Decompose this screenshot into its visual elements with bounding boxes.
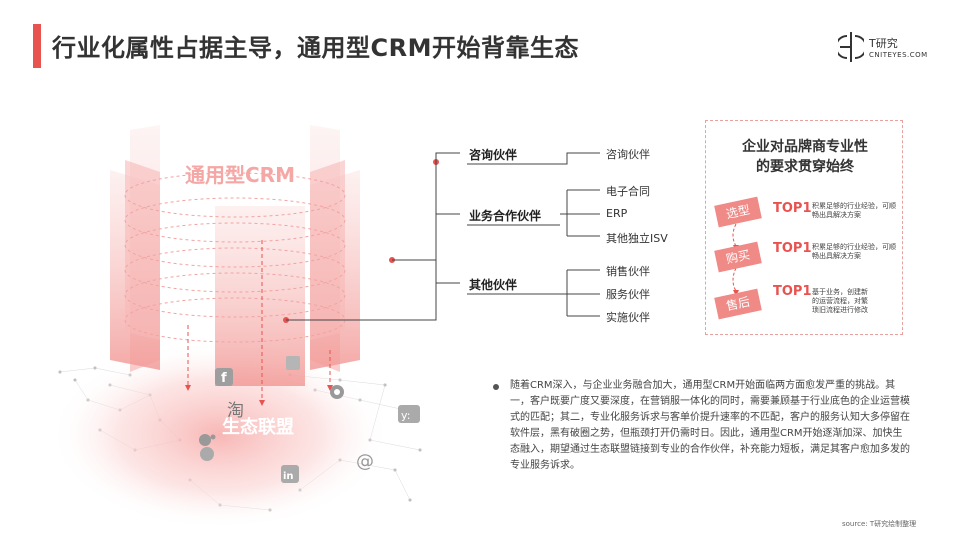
logo: T研究 CNITEYES.COM [838, 32, 938, 72]
logo-icon [838, 32, 864, 62]
svg-text:in: in [283, 471, 294, 482]
leaf-isv: 其他独立ISV [606, 232, 668, 245]
linkedin-icon [281, 465, 299, 483]
body-paragraph: 随着CRM深入，与企业业务融合加大，通用型CRM开始面临两方面愈发严重的挑战。其… [510, 380, 910, 471]
tao-char: 淘 [227, 401, 244, 421]
at-icon: @ [356, 451, 374, 472]
box-title-line1: 企业对品牌商专业性 [742, 139, 868, 155]
bird-icon [199, 434, 211, 446]
leaf-consulting: 咨询伙伴 [606, 148, 650, 161]
stage-purchase-rank: TOP1 [773, 241, 812, 256]
leaf-erp: ERP [606, 207, 628, 220]
stage-after-sales-rank: TOP1 [773, 284, 812, 299]
stage-selection-rank: TOP1 [773, 201, 812, 216]
bullet-dot [493, 384, 499, 390]
svg-text:y:: y: [401, 409, 410, 422]
logo-en-text: CNITEYES.COM [869, 51, 928, 59]
stage-purchase-desc: 积累足够的行业经验，可顺畅出具解决方案 [812, 243, 896, 260]
rss-icon [286, 356, 300, 370]
stage-selection-desc: 积累足够的行业经验，可顺畅出具解决方案 [812, 202, 896, 219]
leaf-sales: 销售伙伴 [606, 265, 650, 278]
title-accent-bar [33, 24, 41, 68]
social-icons: f y: @ in [199, 356, 420, 483]
source-note: source: T研究绘制整理 [842, 520, 917, 528]
node-consulting: 咨询伙伴 [469, 148, 518, 162]
glow [50, 340, 390, 530]
professionalism-box: 企业对品牌商专业性 的要求贯穿始终 选型 TOP1 积累足够的行业经验，可顺畅出… [705, 120, 903, 335]
yelp-icon [398, 405, 420, 423]
paw-icon [200, 447, 214, 461]
box-title-line2: 的要求贯穿始终 [756, 159, 854, 175]
leaf-implementation: 实施伙伴 [606, 311, 650, 324]
leaf-service: 服务伙伴 [606, 288, 650, 301]
node-other-partner: 其他伙伴 [469, 278, 518, 292]
crm-label: 通用型CRM [185, 163, 295, 187]
crm-ecosystem-graphic: f y: @ in 通用型CRM 淘 生态联盟 [50, 125, 439, 530]
facebook-icon [215, 368, 233, 386]
leaf-econtract: 电子合同 [606, 185, 650, 198]
node-business-partner: 业务合作伙伴 [469, 209, 542, 223]
svg-text:f: f [221, 371, 227, 386]
stage-after-sales-desc: 基于业务，创建新的运营流程，对繁琐旧流程进行修改 [812, 288, 868, 314]
logo-cn-text: T研究 [869, 37, 898, 50]
alliance-label: 生态联盟 [222, 416, 294, 438]
page-title: 行业化属性占据主导，通用型CRM开始背靠生态 [52, 34, 579, 62]
